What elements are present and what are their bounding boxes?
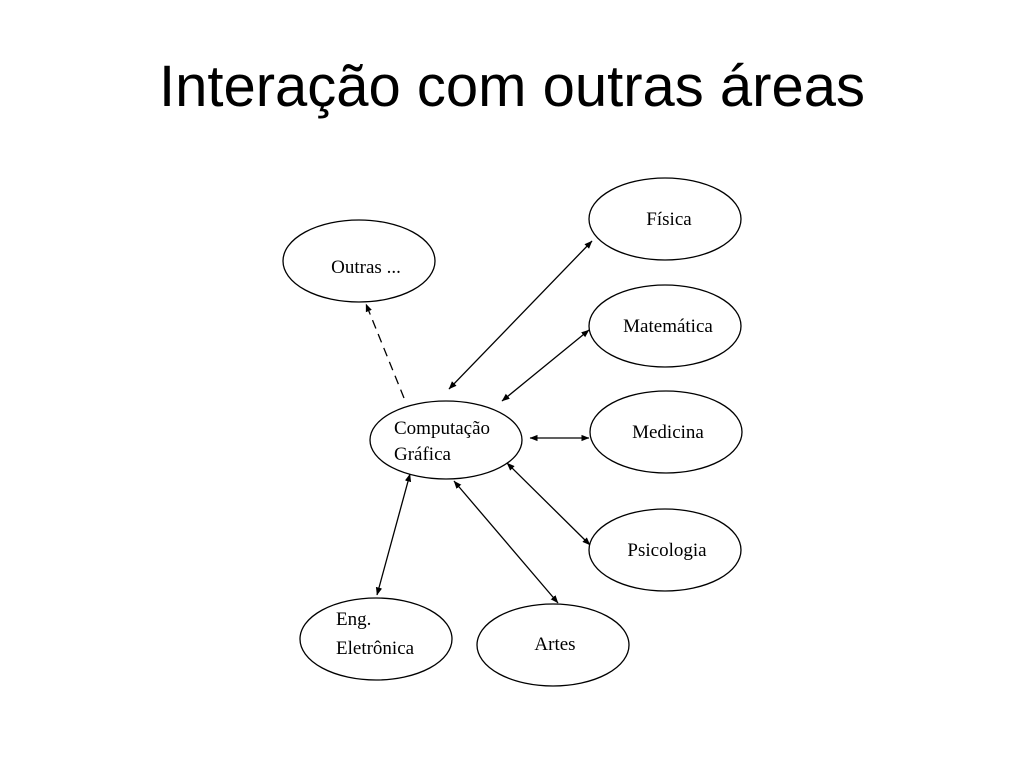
node-matematica: Matemática xyxy=(588,284,742,368)
node-computacao-grafica: Computação Gráfica xyxy=(369,400,523,480)
node-fisica: Física xyxy=(588,177,742,261)
node-eng-eletronica: Eng. Eletrônica xyxy=(299,597,453,681)
node-fisica-label: Física xyxy=(646,209,692,230)
node-artes: Artes xyxy=(476,603,630,687)
node-artes-label: Artes xyxy=(534,634,575,655)
node-psicologia-label: Psicologia xyxy=(627,540,707,561)
edge-cg-fisica xyxy=(448,240,593,390)
node-matematica-label: Matemática xyxy=(623,316,713,337)
node-medicina-label: Medicina xyxy=(632,422,704,443)
node-outras-label: Outras ... xyxy=(331,257,401,278)
edge-cg-artes xyxy=(453,480,559,604)
node-cg-line2: Gráfica xyxy=(394,444,452,465)
edge-cg-psicologia xyxy=(506,462,591,546)
node-outras: Outras ... xyxy=(282,219,436,303)
node-eng-line2: Eletrônica xyxy=(336,638,415,659)
node-psicologia: Psicologia xyxy=(588,508,742,592)
node-medicina: Medicina xyxy=(589,390,743,474)
edge-cg-matematica xyxy=(501,329,590,402)
edge-cg-outras xyxy=(365,303,405,399)
node-cg-line1: Computação xyxy=(394,418,490,439)
slide-title: Interação com outras áreas xyxy=(158,54,866,119)
node-eng-line1: Eng. xyxy=(336,609,371,630)
edge-cg-eng xyxy=(375,473,412,596)
